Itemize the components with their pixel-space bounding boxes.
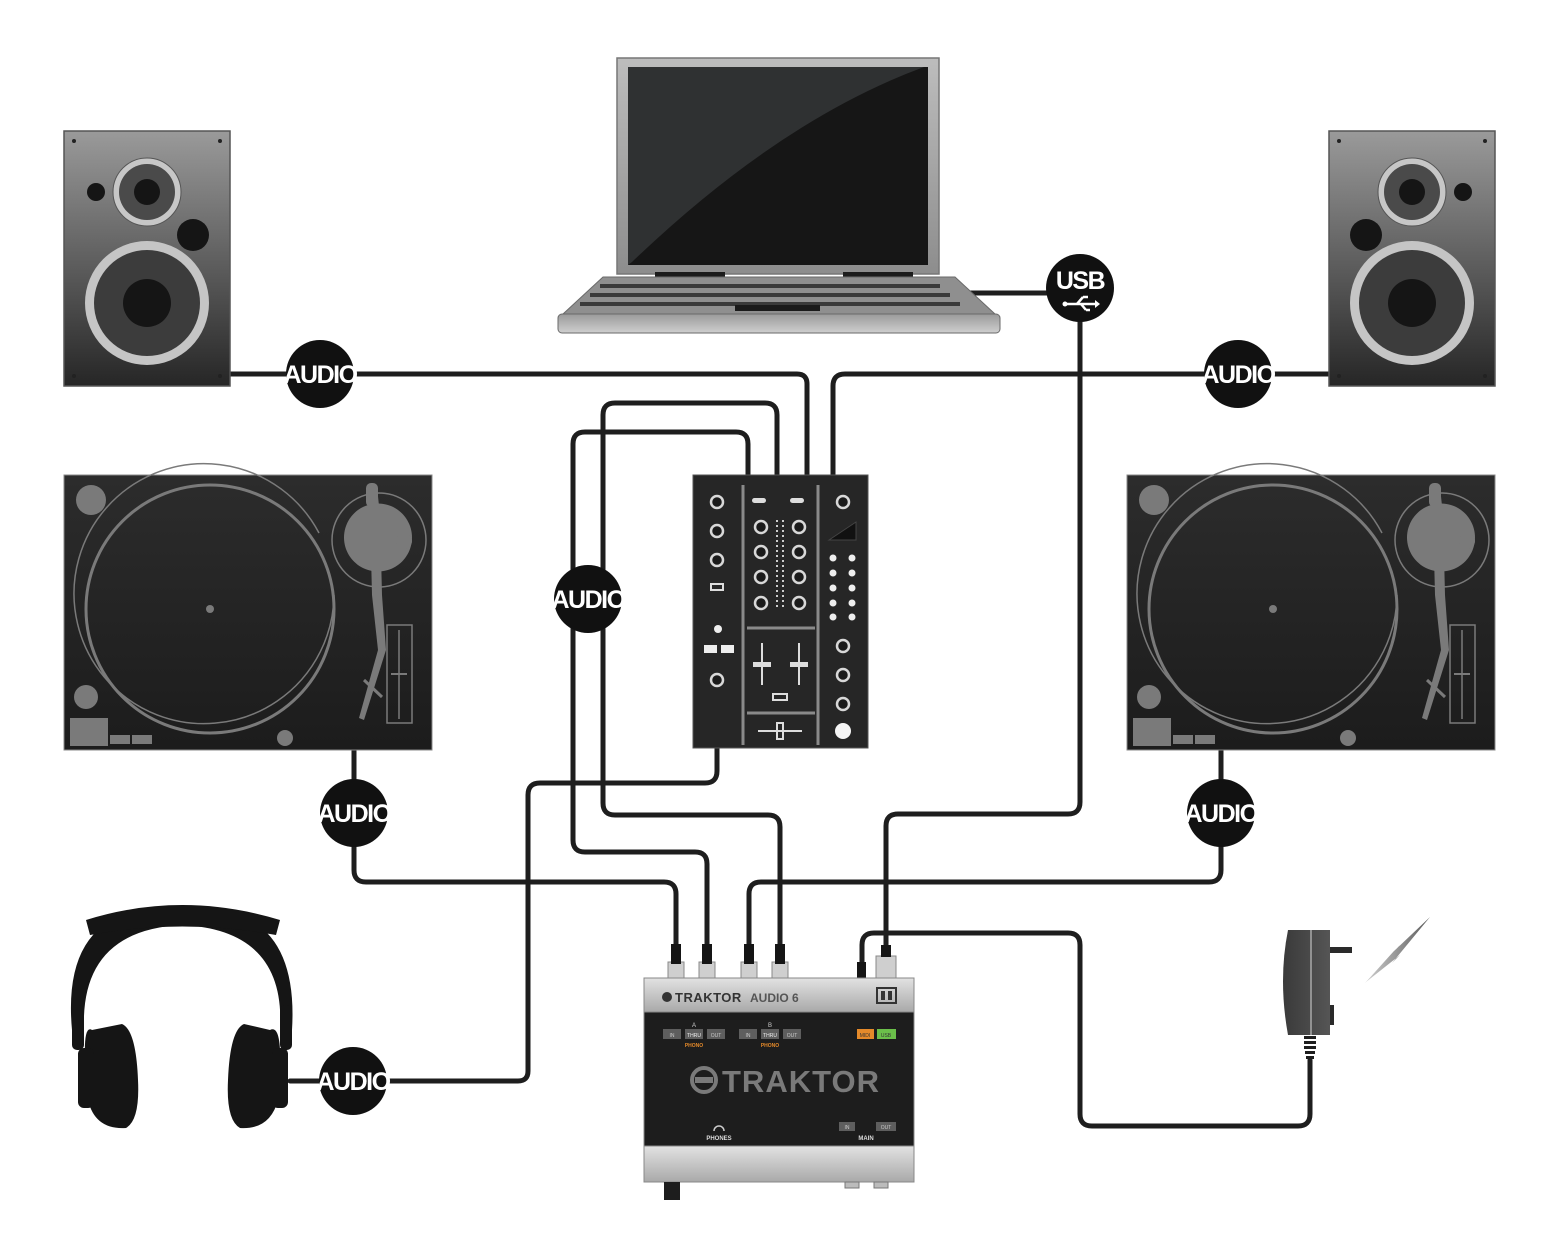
badge-text: USB [1056,267,1105,295]
cable-mixer-in-b [570,429,751,963]
cable-speaker-right [830,371,1333,479]
badge-text: AUDIO [1184,800,1258,828]
laptop [557,57,1001,334]
lightning-bolt-icon [1365,917,1430,983]
interface-model: AUDIO 6 [750,991,799,1005]
channel-a-out: OUT [711,1033,722,1039]
main-out: OUT [881,1125,892,1131]
badge-audio-headphones: AUDIO [316,1047,392,1115]
channel-b-in: IN [746,1033,751,1039]
channel-b-controls: IN THRU OUT B PHONO [739,1023,801,1049]
main-label: MAIN [858,1136,873,1142]
badge-text: AUDIO [1201,361,1275,389]
interface-brand: TRAKTOR [675,990,742,1005]
traktor-logo: TRAKTOR [722,1064,880,1099]
channel-a-in: IN [670,1033,675,1039]
usb-indicator [877,1029,896,1039]
cable-speaker-left [227,371,810,479]
badge-audio-speaker-right: AUDIO [1201,340,1277,408]
turntable-right [1125,462,1497,752]
badge-text: AUDIO [551,586,625,614]
cables [227,290,1333,1129]
channel-b-thru: THRU [763,1033,777,1039]
phones-label: PHONES [706,1136,731,1142]
speaker-left [63,130,231,387]
badge-text: AUDIO [283,361,357,389]
badge-audio-turntable-right: AUDIO [1184,779,1260,847]
midi-label: MIDI [860,1033,871,1039]
channel-a-phono: PHONO [685,1043,703,1049]
speaker-right [1328,130,1496,387]
channel-a-thru: THRU [687,1033,701,1039]
badge-audio-turntable-left: AUDIO [317,779,393,847]
channel-b-phono: PHONO [761,1043,779,1049]
badge-audio-mixer-input: AUDIO [551,565,627,633]
badge-usb: USB [1046,254,1114,322]
channel-a-label: A [692,1023,696,1029]
cable-usb [883,290,1083,963]
cable-power [859,930,1313,1129]
cable-headphones [287,711,720,1084]
channel-b-label: B [768,1023,772,1029]
turntable-left [62,462,434,752]
cable-turntable-right [746,747,1224,963]
badge-text: AUDIO [316,1068,390,1096]
usb-label: USB [881,1033,892,1039]
dj-mixer [692,474,869,749]
channel-b-out: OUT [787,1033,798,1039]
channel-a-controls: IN THRU OUT A PHONO [663,1023,725,1049]
usb-icon [1062,295,1100,312]
cable-turntable-left [351,747,679,963]
badge-audio-speaker-left: AUDIO [283,340,359,408]
headphones [70,905,293,1129]
power-adapter [1283,930,1352,1059]
audio-interface: TRAKTOR AUDIO 6 IN THRU OUT A PHONO IN T… [643,944,915,1200]
badge-text: AUDIO [317,800,391,828]
main-in: IN [845,1125,850,1131]
midi-indicator [857,1029,874,1039]
